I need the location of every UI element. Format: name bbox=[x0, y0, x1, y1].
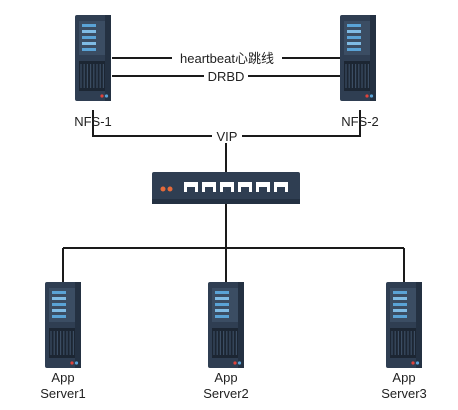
switch-port-socket bbox=[205, 187, 213, 192]
status-led-red bbox=[100, 94, 104, 98]
app2-server-icon bbox=[208, 282, 244, 368]
status-led-red bbox=[411, 361, 415, 365]
server-side bbox=[370, 15, 376, 101]
switch-led-1 bbox=[160, 186, 166, 192]
switch-led-2 bbox=[167, 186, 173, 192]
status-led-red bbox=[70, 361, 74, 365]
drive-bar bbox=[347, 42, 361, 45]
switch-port-socket bbox=[259, 187, 267, 192]
drive-bar bbox=[52, 291, 66, 294]
app3-label-line2: Server3 bbox=[381, 386, 427, 401]
server-side bbox=[416, 282, 422, 368]
app2-label-line2: Server2 bbox=[203, 386, 249, 401]
switch-port-socket bbox=[241, 187, 249, 192]
switch-ports bbox=[184, 182, 288, 192]
drive-bar bbox=[52, 309, 66, 312]
app1-server-icon bbox=[45, 282, 81, 368]
drive-bar bbox=[347, 36, 361, 39]
drive-bar bbox=[52, 297, 66, 300]
vip-label: VIP bbox=[217, 129, 238, 144]
drive-bar bbox=[215, 303, 229, 306]
status-led-blue bbox=[104, 94, 109, 98]
server-vent bbox=[49, 328, 75, 358]
drive-bar bbox=[347, 30, 361, 33]
app3-label-line1: App bbox=[392, 370, 415, 385]
drive-bar bbox=[82, 24, 96, 27]
drive-bar bbox=[393, 303, 407, 306]
network-switch-icon bbox=[152, 172, 300, 204]
server-side bbox=[75, 282, 81, 368]
nfs2-server-icon bbox=[340, 15, 376, 101]
server-vent bbox=[212, 328, 238, 358]
status-led-red bbox=[365, 94, 369, 98]
drive-bar bbox=[82, 48, 96, 51]
status-led-blue bbox=[369, 94, 374, 98]
drive-bar bbox=[215, 297, 229, 300]
drive-bar bbox=[82, 36, 96, 39]
drive-bar bbox=[393, 315, 407, 318]
switch-port-socket bbox=[223, 187, 231, 192]
server-side bbox=[105, 15, 111, 101]
nfs2-label: NFS-2 bbox=[341, 114, 379, 129]
drive-bar bbox=[52, 303, 66, 306]
drive-bar bbox=[347, 24, 361, 27]
nfs1-label: NFS-1 bbox=[74, 114, 112, 129]
drive-bar bbox=[52, 315, 66, 318]
switch-port-socket bbox=[277, 187, 285, 192]
switch-port-socket bbox=[187, 187, 195, 192]
server-vent bbox=[344, 61, 370, 91]
status-led-blue bbox=[74, 361, 79, 365]
status-led-blue bbox=[237, 361, 242, 365]
drbd-label: DRBD bbox=[208, 69, 245, 84]
drive-bar bbox=[215, 291, 229, 294]
drive-bar bbox=[393, 309, 407, 312]
status-led-red bbox=[233, 361, 237, 365]
heartbeat-label: heartbeat心跳线 bbox=[180, 51, 274, 66]
server-vent bbox=[390, 328, 416, 358]
drive-bar bbox=[347, 48, 361, 51]
drive-bar bbox=[393, 291, 407, 294]
server-vent bbox=[79, 61, 105, 91]
drive-bar bbox=[215, 315, 229, 318]
drive-bar bbox=[215, 309, 229, 312]
drive-bar bbox=[82, 30, 96, 33]
drive-bar bbox=[393, 297, 407, 300]
app1-label-line2: Server1 bbox=[40, 386, 86, 401]
app3-server-icon bbox=[386, 282, 422, 368]
app2-label-line1: App bbox=[214, 370, 237, 385]
status-led-blue bbox=[415, 361, 420, 365]
server-side bbox=[238, 282, 244, 368]
app1-label-line1: App bbox=[51, 370, 74, 385]
nfs1-server-icon bbox=[75, 15, 111, 101]
drive-bar bbox=[82, 42, 96, 45]
